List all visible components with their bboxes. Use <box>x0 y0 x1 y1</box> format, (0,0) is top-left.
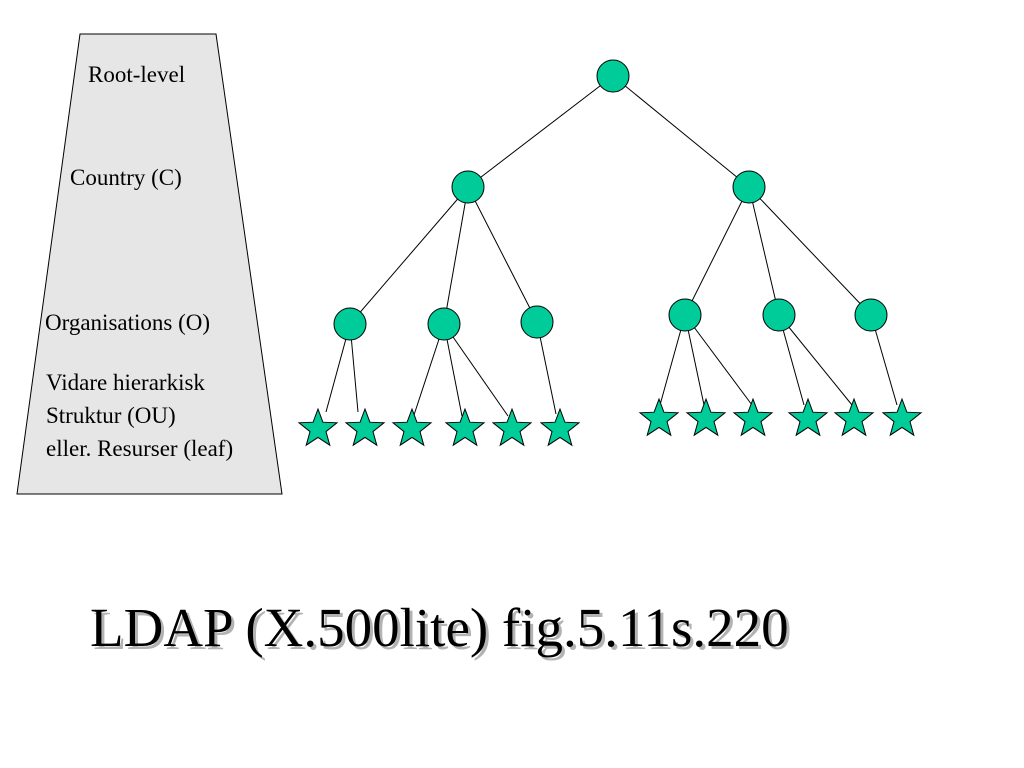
leaf-level-label: Vidare hierarkisk Struktur (OU) eller. R… <box>46 366 233 465</box>
edge-country-2-org-1 <box>684 186 750 316</box>
tree-edges <box>325 75 898 419</box>
edge-country-2-org-3 <box>748 186 872 316</box>
leaf-label-line-1: Vidare hierarkisk <box>46 370 205 395</box>
edge-root-country-1 <box>467 75 614 188</box>
edge-org-leaf-right-3 <box>684 314 753 406</box>
edge-org-leaf-right-5 <box>778 314 853 406</box>
leaf-star-1 <box>297 407 339 447</box>
country-node-1 <box>451 170 485 204</box>
organisation-node-1-2 <box>427 307 461 341</box>
organisations-level-label: Organisations (O) <box>45 310 211 335</box>
organisation-node-2-2 <box>762 298 796 332</box>
leaf-label-line-3: eller. Resurser (leaf) <box>46 436 234 461</box>
edge-country-2-org-2 <box>748 186 780 316</box>
edge-root-country-2 <box>612 75 750 188</box>
root-level-label: Root-level <box>88 62 186 87</box>
organisation-node-2-1 <box>668 298 702 332</box>
leaf-star-9 <box>787 397 829 437</box>
edge-country-1-org-1 <box>349 186 469 325</box>
edge-country-1-org-3 <box>467 186 538 323</box>
country-level-label: Country (C) <box>70 165 182 190</box>
edge-country-1-org-2 <box>443 186 469 325</box>
edge-org-leaf-left-5 <box>443 323 509 417</box>
leaf-star-8 <box>685 397 727 437</box>
leaf-star-5 <box>491 407 533 447</box>
leaf-star-10 <box>833 397 875 437</box>
leaf-star-3 <box>391 407 433 447</box>
tree-nodes <box>297 59 923 447</box>
leaf-star-11 <box>881 397 923 437</box>
slide-title: LDAP (X.500lite) fig.5.11s.220 <box>90 597 789 658</box>
directory-level-band <box>16 33 283 495</box>
root-node <box>596 59 630 93</box>
leaf-star-4 <box>444 407 486 447</box>
country-node-2 <box>732 170 766 204</box>
organisation-node-1-3 <box>520 305 554 339</box>
leaf-star-2 <box>344 407 386 447</box>
leaf-star-6 <box>539 407 581 447</box>
leaf-star-12 <box>732 397 774 437</box>
organisation-node-1-1 <box>333 307 367 341</box>
leaf-star-7 <box>638 397 680 437</box>
leaf-label-line-2: Struktur (OU) <box>46 403 176 428</box>
organisation-node-2-3 <box>854 298 888 332</box>
